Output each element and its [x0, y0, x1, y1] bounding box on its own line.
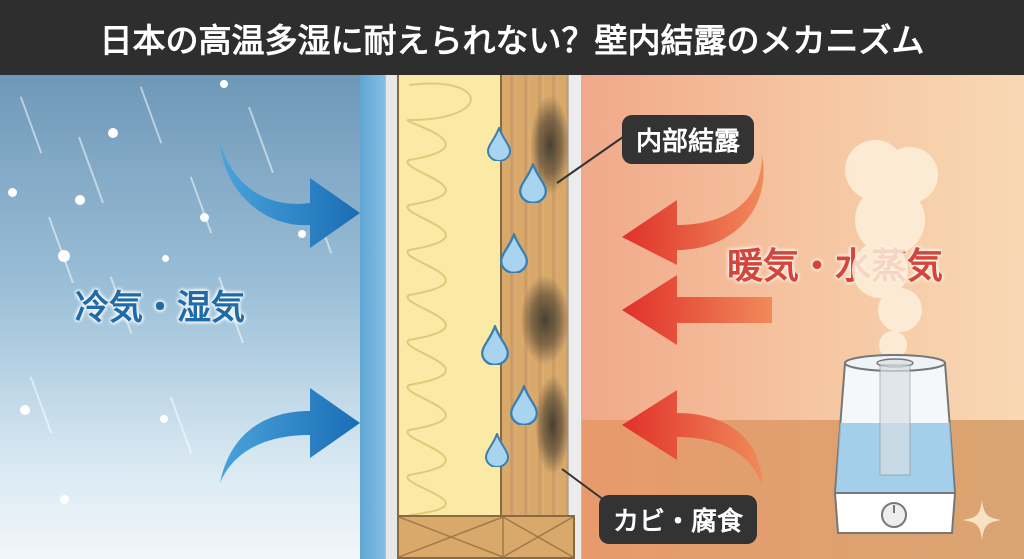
mold-patch	[520, 275, 570, 365]
warm-air-arrow-icon	[622, 275, 772, 345]
callout-line	[556, 136, 624, 184]
page-title: 日本の高温多湿に耐えられない？壁内結露のメカニズム	[99, 20, 925, 60]
water-drop-icon	[485, 433, 509, 467]
water-drop-icon	[519, 163, 547, 203]
interior-board	[568, 75, 582, 559]
water-drop-icon	[510, 385, 538, 425]
cold-air-arrow-icon	[220, 388, 360, 483]
mold-patch	[535, 375, 570, 475]
water-drop-icon	[487, 127, 511, 161]
water-drop-icon	[481, 325, 509, 365]
cold-air-arrow-icon	[220, 143, 360, 248]
sheathing	[385, 75, 397, 559]
sill-plate	[397, 515, 575, 559]
diagram-scene: 冷気・湿気 内部結露 カビ・腐食 暖気・水蒸気	[0, 75, 1024, 559]
sparkle-icon	[962, 500, 1002, 540]
steam-cloud	[845, 140, 938, 359]
title-bar: 日本の高温多湿に耐えられない？壁内結露のメカニズム	[0, 0, 1024, 75]
mold-callout: カビ・腐食	[599, 495, 758, 544]
insulation-layer	[397, 75, 502, 515]
callout-line	[561, 468, 609, 504]
humidifier-icon	[833, 354, 957, 534]
warm-air-arrow-icon	[622, 155, 764, 265]
condensation-callout: 内部結露	[622, 115, 755, 164]
outdoor-area	[0, 75, 390, 559]
outdoor-label: 冷気・湿気	[75, 288, 245, 328]
water-drop-icon	[500, 233, 528, 273]
warm-air-arrow-icon	[622, 390, 762, 485]
